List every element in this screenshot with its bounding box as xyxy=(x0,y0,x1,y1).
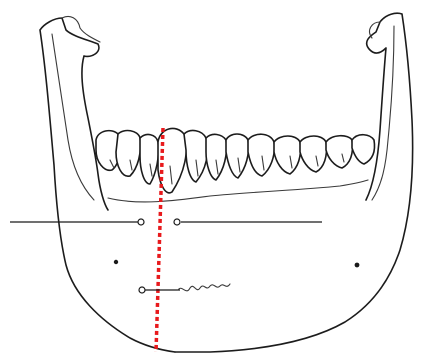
left-leader-pin xyxy=(138,219,144,225)
mental-foramen-right xyxy=(355,263,360,268)
lower-dental-arch xyxy=(96,128,375,192)
mandible-outline-right xyxy=(175,13,413,352)
lower-leader-pin xyxy=(139,287,145,293)
mandible-outline-left xyxy=(40,18,175,352)
ramus-inner-right xyxy=(372,26,394,200)
lower-leader-squiggle xyxy=(178,284,230,291)
right-leader-pin xyxy=(174,219,180,225)
mental-foramen-left xyxy=(114,260,118,264)
